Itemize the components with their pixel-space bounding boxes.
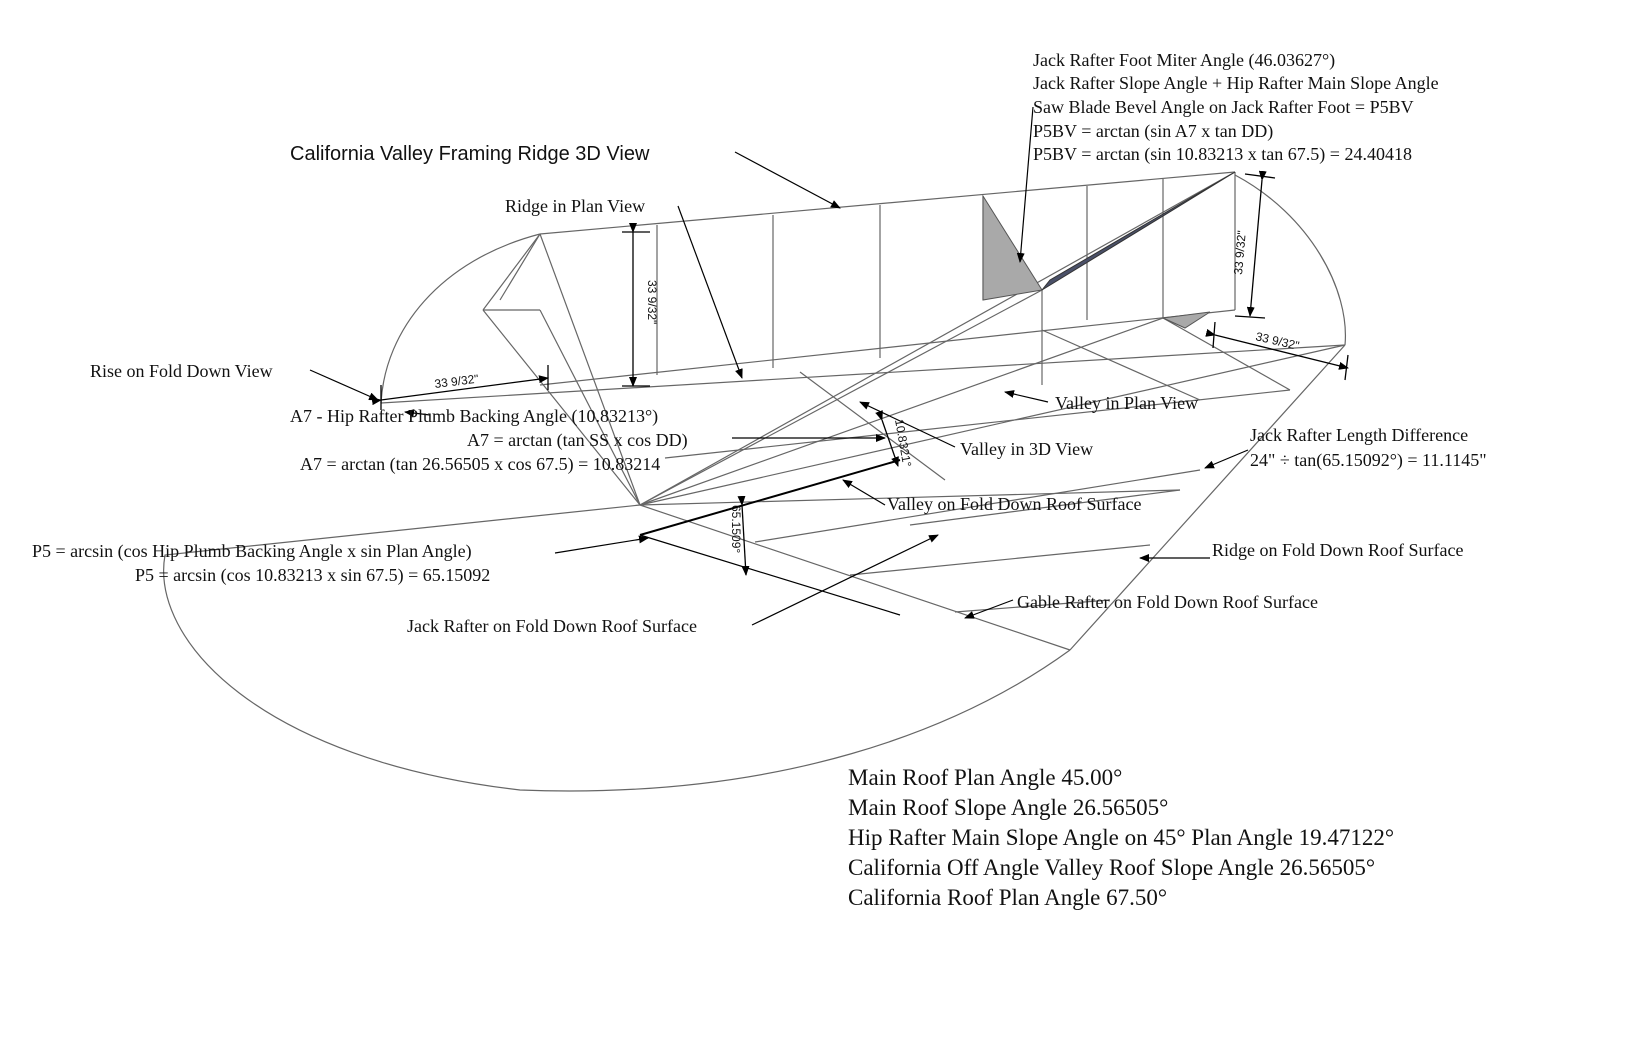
roof-geometry (163, 171, 1347, 792)
label-p5bv-formula: P5BV = arctan (sin A7 x tan DD) (1033, 121, 1273, 142)
label-jack-miter: Jack Rafter Foot Miter Angle (46.03627°) (1033, 50, 1335, 71)
label-ridge-plan: Ridge in Plan View (505, 196, 645, 216)
legend-line-5: California Roof Plan Angle 67.50° (848, 885, 1167, 910)
label-jack-fold: Jack Rafter on Fold Down Roof Surface (407, 616, 697, 636)
dim-angle-p5: 65.1509° (729, 505, 743, 553)
label-jack-length-title: Jack Rafter Length Difference (1250, 425, 1468, 445)
small-right-face (1161, 311, 1211, 329)
jack-foot-miter-face (1041, 171, 1236, 291)
legend-line-1: Main Roof Plan Angle 45.00° (848, 765, 1122, 790)
label-ridge-fold: Ridge on Fold Down Roof Surface (1212, 540, 1463, 560)
diagram-title: California Valley Framing Ridge 3D View (290, 143, 650, 165)
legend-line-4: California Off Angle Valley Roof Slope A… (848, 855, 1375, 880)
angle-legend: Main Roof Plan Angle 45.00° Main Roof Sl… (848, 765, 1394, 910)
label-p5-value: P5 = arcsin (cos 10.83213 x sin 67.5) = … (135, 565, 490, 586)
leader-arrows (309, 106, 1249, 626)
label-valley-3d: Valley in 3D View (960, 439, 1093, 459)
label-p5-formula: P5 = arcsin (cos Hip Plumb Backing Angle… (32, 541, 472, 562)
label-a7-value: A7 = arctan (tan 26.56505 x cos 67.5) = … (300, 454, 660, 475)
label-jack-length-value: 24" ÷ tan(65.15092°) = 11.1145" (1250, 450, 1487, 471)
label-a7-title: A7 - Hip Rafter Plumb Backing Angle (10.… (290, 406, 658, 427)
legend-line-2: Main Roof Slope Angle 26.56505° (848, 795, 1168, 820)
label-rise-fold: Rise on Fold Down View (90, 361, 273, 381)
dim-left-vertical: 33 9/32" (645, 280, 659, 324)
dim-right-vertical: 33 9/32" (1231, 230, 1249, 275)
upper-right-arc (1234, 174, 1347, 346)
label-valley-plan: Valley in Plan View (1055, 393, 1198, 413)
label-a7-formula: A7 = arctan (tan SS x cos DD) (467, 430, 688, 451)
label-p5bv-value: P5BV = arctan (sin 10.83213 x tan 67.5) … (1033, 144, 1412, 165)
fold-down-arc (163, 504, 1071, 792)
jack-foot-bevel-face (982, 194, 1043, 301)
label-jack-slope-plus: Jack Rafter Slope Angle + Hip Rafter Mai… (1033, 73, 1439, 93)
dim-left-horizontal: 33 9/32" (434, 372, 480, 391)
labels: California Valley Framing Ridge 3D View … (32, 50, 1487, 636)
label-valley-fold: Valley on Fold Down Roof Surface (887, 494, 1141, 514)
label-gable-fold: Gable Rafter on Fold Down Roof Surface (1017, 592, 1318, 612)
label-saw-bevel: Saw Blade Bevel Angle on Jack Rafter Foo… (1033, 97, 1414, 117)
legend-line-3: Hip Rafter Main Slope Angle on 45° Plan … (848, 825, 1394, 850)
